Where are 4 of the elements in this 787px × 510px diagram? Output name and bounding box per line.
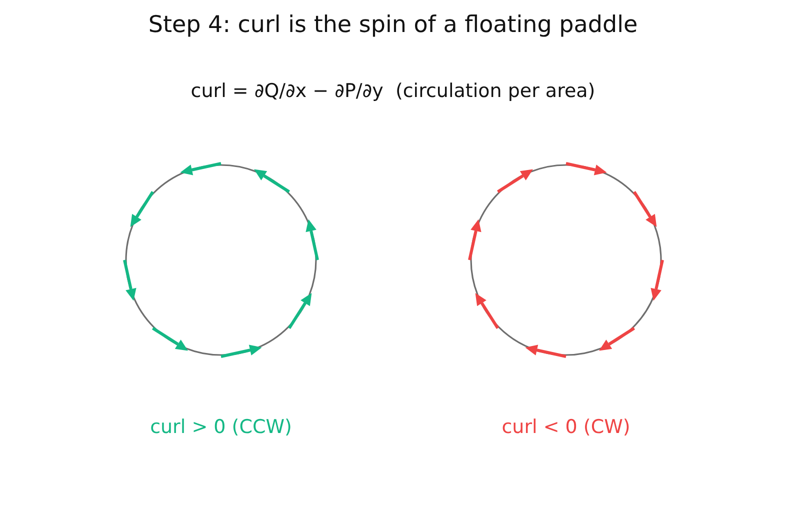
formula-label: curl = ∂Q/∂x − ∂P/∂y (circulation per area) (190, 81, 596, 103)
title: Step 4: curl is the spin of a floating paddle (148, 12, 638, 38)
curl-sign-label: curl < 0 (CW) (502, 417, 630, 439)
curl-sign-label: curl > 0 (CCW) (150, 417, 292, 439)
